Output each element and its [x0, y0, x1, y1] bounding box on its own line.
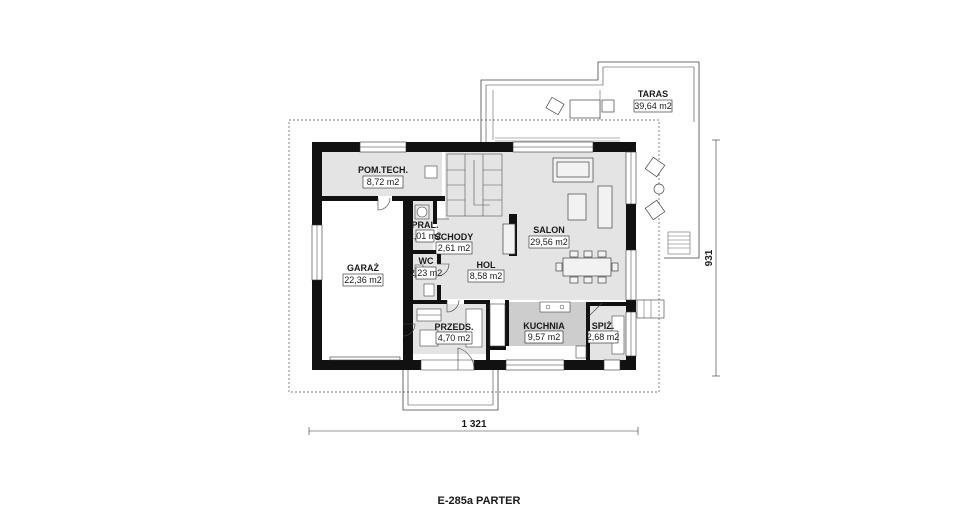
floor-hol [437, 219, 509, 299]
front-porch [402, 347, 499, 411]
room-area-pral: 2,01 m2 [409, 231, 442, 241]
garage-door [329, 356, 401, 361]
staircase [446, 153, 503, 217]
terrace-side-table [653, 183, 665, 195]
terrace-chair [601, 99, 615, 113]
area-box-taras [633, 99, 673, 113]
fireplace [502, 223, 516, 255]
room-name-kuchnia: KUCHNIA [523, 321, 565, 331]
rear-steps [636, 299, 665, 319]
plan-caption: E-285a PARTER [438, 495, 521, 507]
washing-machine [416, 206, 428, 218]
room-area-schody: 2,61 m2 [438, 243, 471, 253]
floor-pomtech [322, 152, 442, 196]
salon-furniture [502, 157, 619, 284]
boiler [424, 165, 438, 179]
room-name-spiz: SPIŻ. [592, 321, 615, 331]
area-box-pomtech [362, 175, 404, 189]
room-area-garaz: 22,36 m2 [344, 275, 382, 285]
area-box-schody [435, 241, 473, 255]
width-dimension [308, 427, 639, 435]
depth-dimension [712, 139, 720, 377]
room-name-taras: TARAS [638, 89, 668, 99]
room-name-przeds: PRZEDS. [434, 322, 473, 332]
room-area-pomtech: 8,72 m2 [367, 177, 400, 187]
kitchen-island [539, 301, 571, 313]
area-box-salon [528, 235, 570, 249]
area-box-wc [415, 266, 437, 280]
room-name-hol: HOL [477, 260, 497, 270]
area-box-garaz [342, 273, 384, 287]
sofa-side [597, 185, 613, 229]
room-area-hol: 8,58 m2 [470, 271, 503, 281]
dining-table [562, 257, 612, 277]
area-box-spiz [587, 330, 619, 344]
room-name-pomtech: POM.TECH. [358, 165, 408, 175]
hall-bench [419, 329, 439, 347]
roof-outline [288, 119, 660, 393]
terrace-table [569, 99, 601, 119]
width-dimension-label: 1 321 [461, 419, 486, 430]
room-area-wc: 2,23 m2 [410, 268, 443, 278]
area-box-pral [415, 229, 435, 243]
room-area-salon: 29,56 m2 [530, 237, 568, 247]
toilet [423, 283, 435, 297]
area-box-hol [467, 269, 505, 283]
room-name-schody: SCHODY [435, 232, 474, 242]
room-area-spiz: 2,68 m2 [587, 332, 620, 342]
area-box-kuchnia [524, 330, 564, 344]
room-name-garaz: GARAŻ [347, 263, 379, 273]
kitchen-counter [489, 303, 506, 347]
window-panes [316, 146, 632, 366]
terrace-chair [545, 96, 565, 116]
room-area-kuchnia: 9,57 m2 [528, 332, 561, 342]
door-swings [377, 197, 603, 337]
room-name-wc: WC [419, 256, 434, 266]
coffee-table [567, 193, 587, 221]
terrace [480, 61, 700, 259]
sofa [552, 157, 594, 183]
floor-stairs [445, 152, 509, 219]
kitchen-fittings [489, 301, 625, 359]
room-name-pral: PRAL. [412, 220, 439, 230]
terrace-armchair [644, 156, 666, 178]
room-area-przeds: 4,70 m2 [438, 333, 471, 343]
room-area-taras: 39,64 m2 [634, 101, 672, 111]
room-name-salon: SALON [533, 225, 565, 235]
depth-dimension-label: 931 [704, 249, 715, 266]
area-box-przeds [435, 331, 473, 345]
terrace-armchair [644, 199, 666, 221]
